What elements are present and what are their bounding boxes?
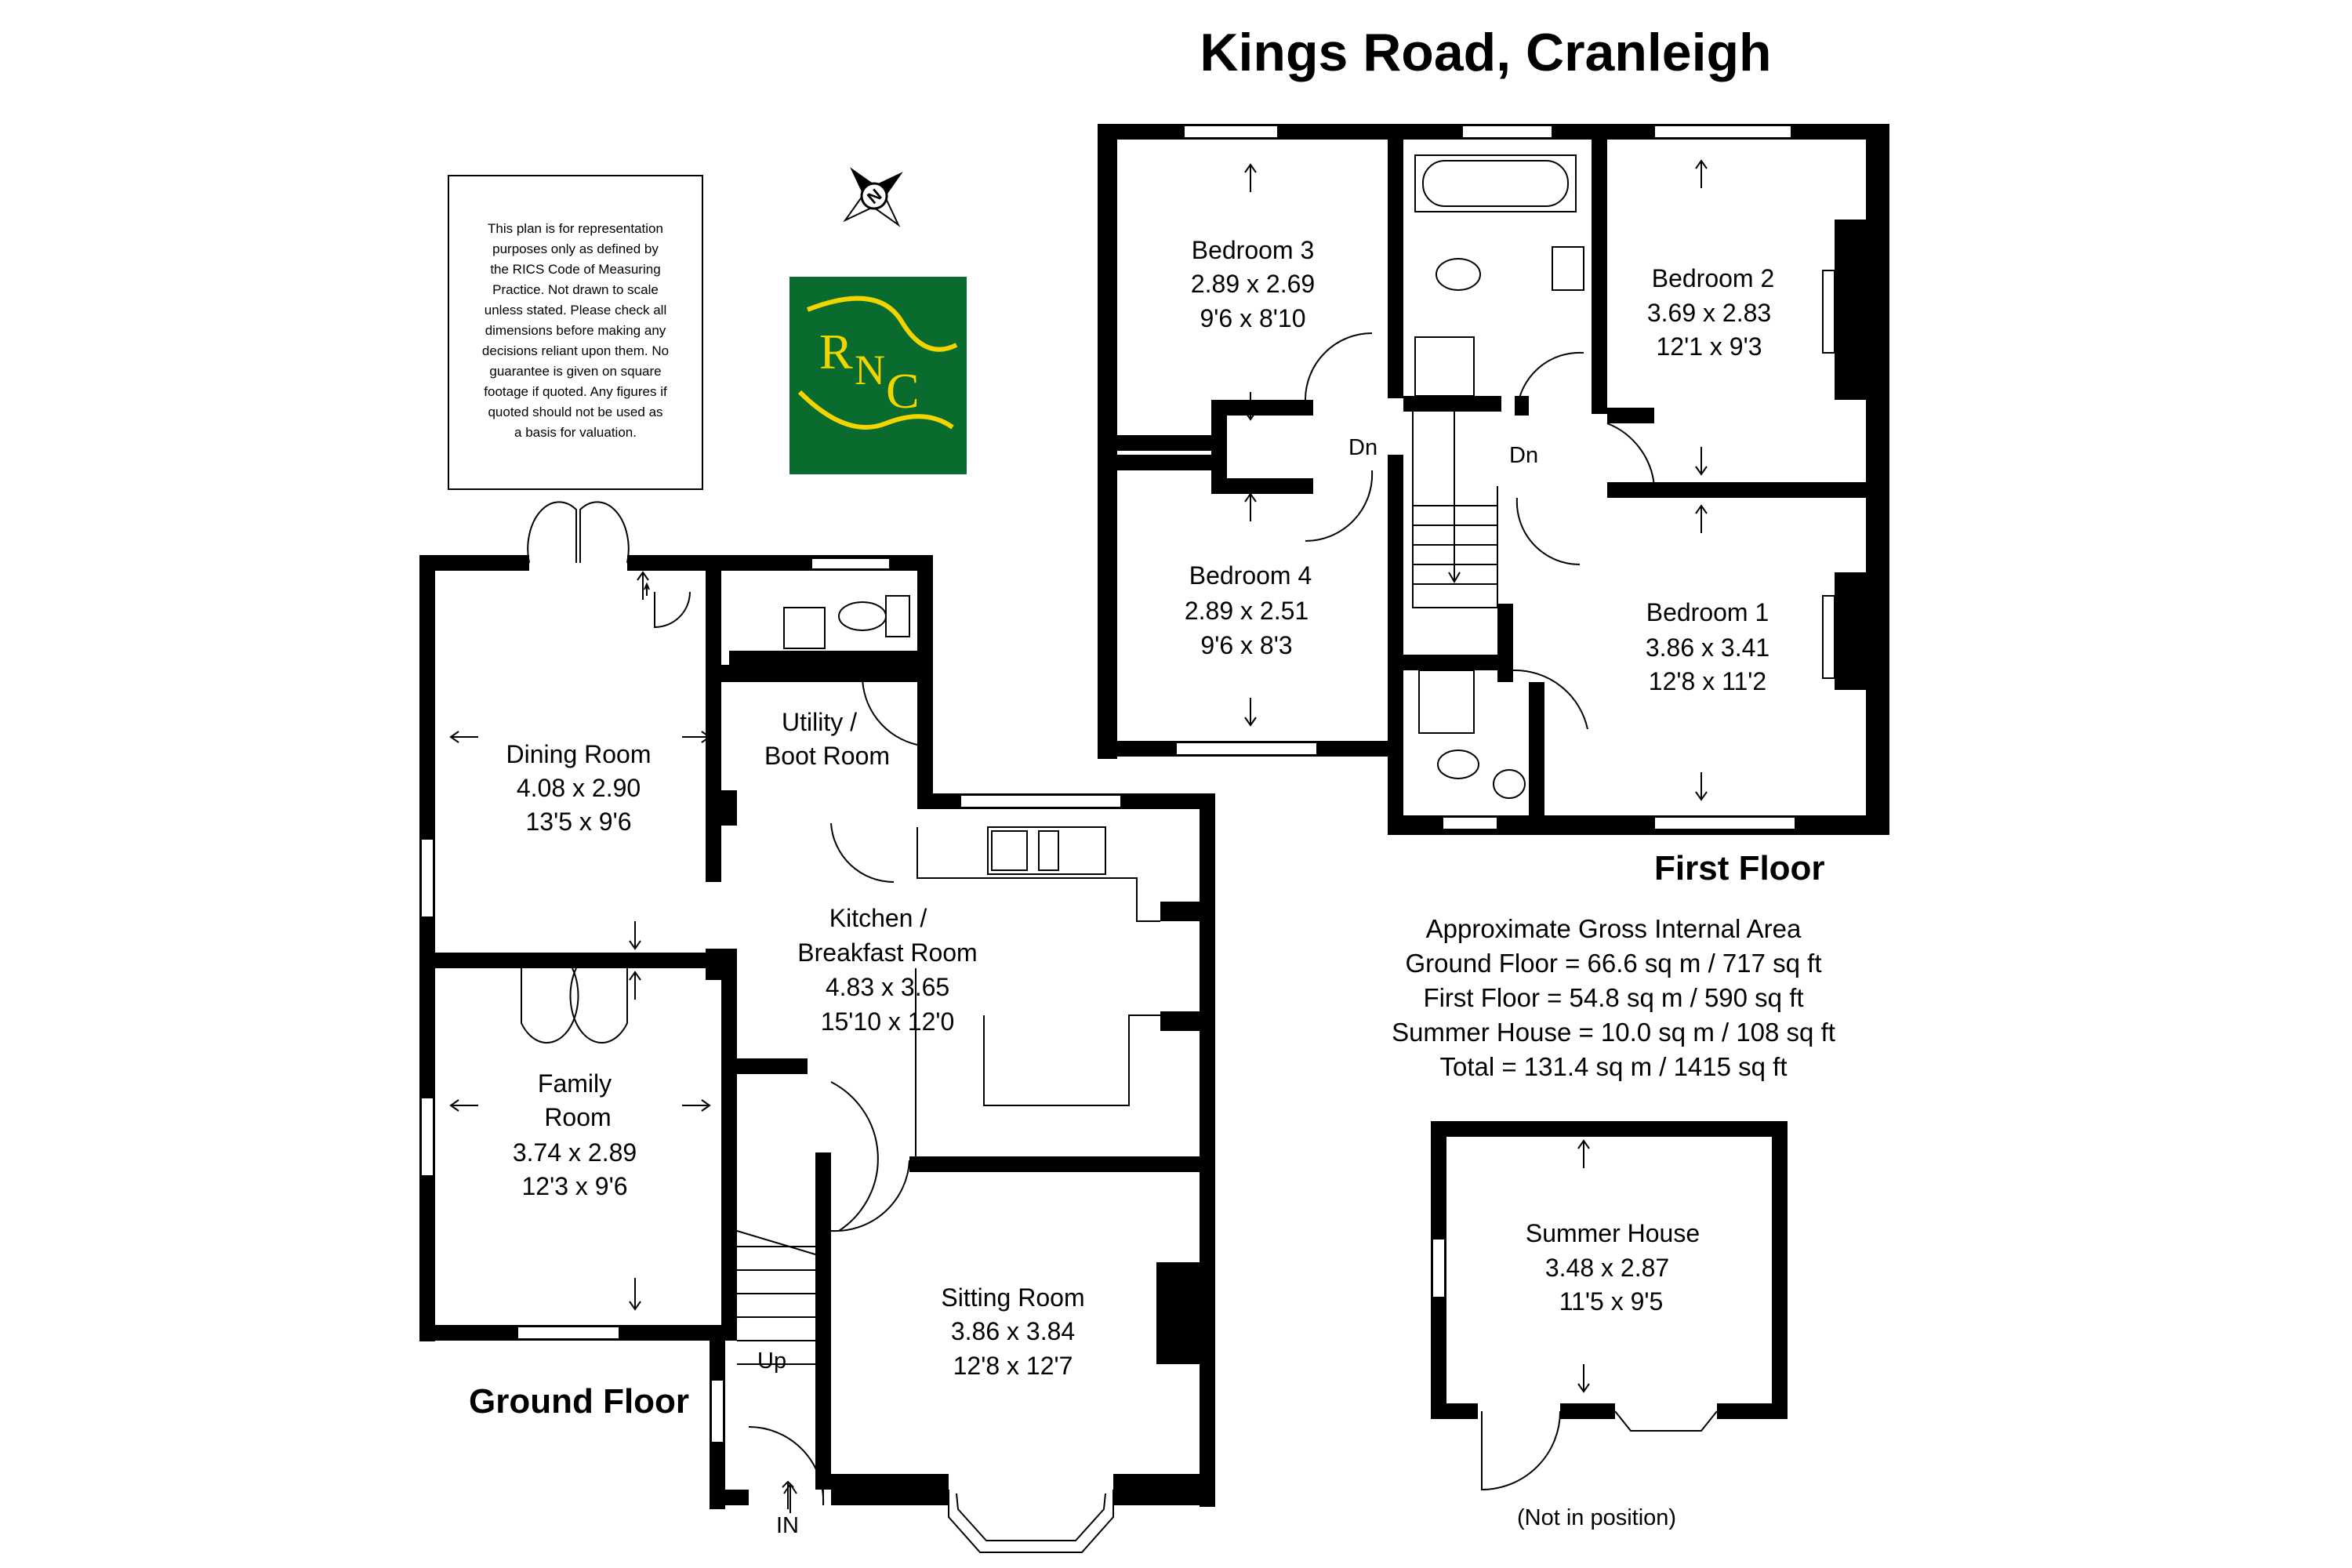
svg-text:R: R: [819, 324, 853, 379]
disclaimer-line: guarantee is given on square: [489, 364, 661, 379]
room-label-bedroom3: Bedroom 3 2.89 x 2.69 9'6 x 8'10: [1191, 236, 1315, 332]
compass-icon: N: [843, 167, 903, 227]
room-name: Bedroom 2: [1652, 264, 1775, 292]
svg-text:N: N: [855, 347, 885, 394]
disclaimer-line: the RICS Code of Measuring: [490, 262, 660, 277]
disclaimer-line: decisions reliant upon them. No: [482, 343, 669, 358]
stairs-down-label: Dn: [1509, 443, 1538, 468]
stairs-down-label: Dn: [1348, 435, 1377, 460]
window: [1653, 125, 1792, 139]
area-total: Total = 131.4 sq m / 1415 sq ft: [1439, 1052, 1787, 1081]
room-label-bedroom1: Bedroom 1 3.86 x 3.41 12'8 x 11'2: [1646, 598, 1769, 695]
window: [710, 1379, 724, 1443]
room-metric: 2.89 x 2.51: [1185, 597, 1308, 625]
entrance-arrow-icon: [783, 1483, 797, 1513]
disclaimer-line: This plan is for representation: [488, 221, 663, 236]
disclaimer-box: This plan is for representation purposes…: [448, 175, 703, 490]
room-name: Dining Room: [506, 740, 652, 768]
window: [1461, 125, 1553, 139]
room-metric: 3.86 x 3.41: [1646, 633, 1769, 662]
window: [1822, 595, 1835, 679]
window: [960, 794, 1122, 808]
window: [811, 557, 891, 570]
dimension-arrows: [449, 159, 1708, 1393]
room-imperial: 12'8 x 11'2: [1649, 667, 1766, 695]
window: [1822, 270, 1835, 354]
window: [420, 838, 434, 918]
not-in-position-note: (Not in position): [1517, 1505, 1676, 1530]
room-metric: 3.69 x 2.83: [1647, 299, 1771, 327]
room-metric: 4.83 x 3.65: [826, 973, 949, 1001]
first-floor-plan: [1098, 124, 1889, 835]
room-name: Bedroom 4: [1189, 561, 1312, 590]
window: [1175, 742, 1318, 756]
room-metric: 4.08 x 2.90: [517, 774, 641, 802]
room-label-utility: Utility / Boot Room: [764, 708, 890, 770]
ground-floor-plan: [419, 501, 1215, 1553]
room-name: Breakfast Room: [797, 938, 977, 967]
room-imperial: 9'6 x 8'10: [1200, 304, 1306, 332]
room-label-bedroom4: Bedroom 4 2.89 x 2.51 9'6 x 8'3: [1185, 561, 1312, 659]
area-summary: Approximate Gross Internal Area Ground F…: [1392, 914, 1835, 1081]
plan-title: Kings Road, Cranleigh: [1200, 23, 1771, 82]
area-heading: Approximate Gross Internal Area: [1426, 914, 1802, 943]
stairs-up-label: Up: [757, 1348, 786, 1374]
area-ground: Ground Floor = 66.6 sq m / 717 sq ft: [1405, 949, 1821, 978]
window: [1432, 1238, 1446, 1298]
room-name: Room: [544, 1103, 611, 1131]
ground-floor-label: Ground Floor: [469, 1382, 689, 1421]
room-name: Summer House: [1526, 1219, 1700, 1247]
area-first: First Floor = 54.8 sq m / 590 sq ft: [1423, 983, 1803, 1012]
room-name: Utility /: [782, 708, 857, 736]
svg-text:C: C: [886, 363, 920, 419]
room-metric: 3.86 x 3.84: [951, 1317, 1075, 1345]
room-name: Family: [538, 1069, 612, 1098]
disclaimer-line: Practice. Not drawn to scale: [492, 282, 659, 297]
disclaimer-line: unless stated. Please check all: [485, 303, 666, 318]
room-label-sitting: Sitting Room 3.86 x 3.84 12'8 x 12'7: [941, 1283, 1084, 1380]
room-metric: 3.48 x 2.87: [1545, 1254, 1669, 1282]
room-imperial: 12'3 x 9'6: [522, 1172, 628, 1200]
disclaimer-line: quoted should not be used as: [488, 405, 662, 419]
window: [1653, 816, 1796, 830]
room-name: Kitchen /: [829, 904, 927, 932]
room-imperial: 9'6 x 8'3: [1200, 631, 1292, 659]
rnc-logo: R N C: [789, 277, 967, 474]
room-imperial: 15'10 x 12'0: [821, 1007, 955, 1036]
room-metric: 3.74 x 2.89: [513, 1138, 637, 1167]
room-label-summer-house: Summer House 3.48 x 2.87 11'5 x 9'5: [1526, 1219, 1700, 1316]
room-name: Bedroom 1: [1646, 598, 1769, 626]
disclaimer-line: a basis for valuation.: [514, 425, 637, 440]
window: [1442, 816, 1498, 830]
room-metric: 2.89 x 2.69: [1191, 270, 1315, 298]
room-imperial: 12'8 x 12'7: [953, 1352, 1073, 1380]
room-label-family: Family Room 3.74 x 2.89 12'3 x 9'6: [513, 1069, 637, 1200]
area-summer: Summer House = 10.0 sq m / 108 sq ft: [1392, 1018, 1835, 1047]
first-floor-label: First Floor: [1654, 849, 1825, 887]
window: [517, 1326, 620, 1340]
entrance-label: IN: [776, 1513, 799, 1538]
window: [420, 1097, 434, 1177]
window: [1183, 125, 1279, 139]
disclaimer-line: footage if quoted. Any figures if: [484, 384, 667, 399]
disclaimer-line: dimensions before making any: [485, 323, 666, 338]
room-name: Sitting Room: [941, 1283, 1084, 1312]
room-label-bedroom2: Bedroom 2 3.69 x 2.83 12'1 x 9'3: [1647, 264, 1774, 361]
summer-house-plan: [1431, 1121, 1788, 1491]
room-imperial: 13'5 x 9'6: [526, 808, 632, 836]
room-label-dining: Dining Room 4.08 x 2.90 13'5 x 9'6: [506, 740, 652, 836]
room-label-kitchen: Kitchen / Breakfast Room 4.83 x 3.65 15'…: [797, 904, 977, 1036]
room-imperial: 12'1 x 9'3: [1657, 332, 1762, 361]
room-imperial: 11'5 x 9'5: [1559, 1287, 1664, 1316]
room-name: Bedroom 3: [1192, 236, 1315, 264]
disclaimer-line: purposes only as defined by: [492, 241, 659, 256]
room-name: Boot Room: [764, 742, 890, 770]
